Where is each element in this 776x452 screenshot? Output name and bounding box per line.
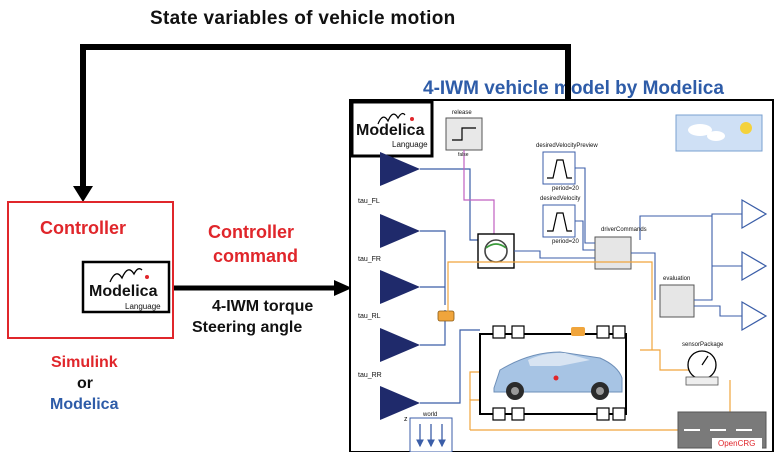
desired-velocity-block xyxy=(542,204,576,238)
desired-velocity-preview-block xyxy=(542,151,576,185)
feedback-line xyxy=(80,44,571,190)
sensor-package-block xyxy=(685,350,719,386)
driver-commands-label: driverCommands xyxy=(601,227,647,233)
release-sub-label: false xyxy=(458,152,469,158)
input-label-tau-rl: tau_RL xyxy=(358,313,381,320)
steering-block xyxy=(477,233,515,269)
release-label: release xyxy=(452,110,472,116)
platform-simulink: Simulink xyxy=(51,354,118,371)
world-label: world xyxy=(423,412,438,418)
controller-logo-sub: Language xyxy=(125,302,161,311)
world-block xyxy=(409,417,453,452)
controller-label: Controller xyxy=(40,218,127,238)
controller-modelica-logo xyxy=(81,260,171,314)
evaluation-label: evaluation xyxy=(663,276,691,282)
platform-modelica: Modelica xyxy=(50,396,119,413)
input-triangle-0 xyxy=(380,152,420,186)
input-label-tau-fr: tau_FR xyxy=(358,256,381,263)
vehicle-connector-top xyxy=(571,327,585,336)
input-label-tau-fl: tau_FL xyxy=(358,198,380,205)
release-block xyxy=(445,117,483,151)
weather-block xyxy=(675,114,763,152)
car-image xyxy=(493,351,623,400)
world-axis-label: z xyxy=(404,416,408,423)
release-signal xyxy=(463,150,495,234)
input-triangle-2 xyxy=(380,270,420,304)
driver-signal-lines xyxy=(514,167,656,300)
driver-commands-block xyxy=(594,236,632,270)
feedback-arrowhead xyxy=(73,186,93,202)
sensor-package-label: sensorPackage xyxy=(682,342,724,348)
platform-or: or xyxy=(77,375,93,392)
period-label-2: period=20 xyxy=(552,239,579,245)
model-title: 4-IWM vehicle model by Modelica xyxy=(423,78,724,99)
command-torque: 4-IWM torque xyxy=(212,298,314,315)
input-label-tau-rr: tau_RR xyxy=(358,372,382,379)
command-title-line1: Controller xyxy=(208,222,295,242)
command-title-line2: command xyxy=(213,246,299,266)
input-triangle-1 xyxy=(380,214,420,248)
period-label-1: period=20 xyxy=(552,186,579,192)
desired-velocity-preview-label: desiredVelocityPreview xyxy=(536,143,598,149)
input-triangle-4 xyxy=(380,386,420,420)
desired-velocity-label: desiredVelocity xyxy=(540,196,581,202)
input-triangle-3 xyxy=(380,328,420,362)
controller-logo-text: Modelica xyxy=(89,283,158,300)
opencrg-label: OpenCRG xyxy=(718,439,756,448)
command-steering: Steering angle xyxy=(192,319,303,336)
diagram-title: State variables of vehicle motion xyxy=(150,8,456,29)
model-logo-sub: Language xyxy=(392,140,428,149)
model-logo-text: Modelica xyxy=(356,122,425,139)
orange-connector xyxy=(437,310,455,322)
output-signal-lines xyxy=(639,213,742,317)
command-arrowhead xyxy=(334,280,352,296)
opencrg-block xyxy=(677,411,767,450)
evaluation-block xyxy=(659,284,695,318)
model-modelica-logo xyxy=(350,100,434,158)
torque-signal-lines xyxy=(420,168,480,404)
